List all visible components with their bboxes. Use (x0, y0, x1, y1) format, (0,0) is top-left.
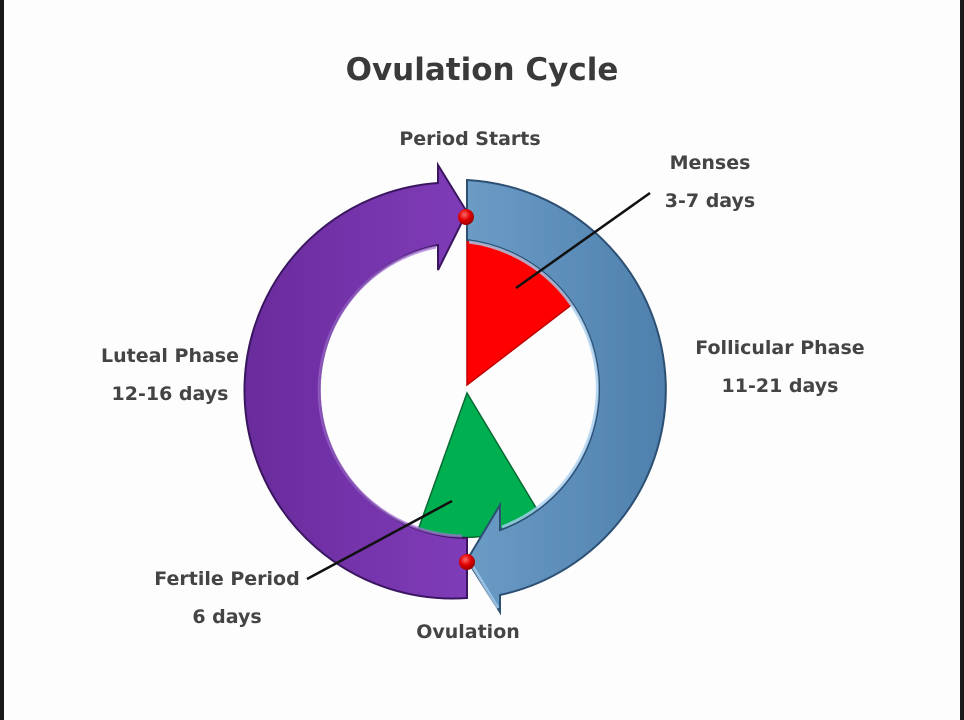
diagram-title: Ovulation Cycle (345, 52, 619, 88)
ovulation-marker-dot (459, 554, 475, 570)
luteal-phase-label: Luteal Phase 12-16 days (80, 337, 260, 413)
menses-label: Menses 3-7 days (630, 144, 790, 220)
fertile-leader-line (306, 499, 453, 581)
luteal-arrow-highlight (317, 245, 463, 538)
menses-leader-line (515, 191, 651, 290)
period-starts-label: Period Starts (399, 128, 541, 150)
menses-duration: 3-7 days (664, 190, 756, 212)
follicular-phase-duration: 11-21 days (721, 375, 839, 397)
ovulation-label: Ovulation (416, 621, 520, 643)
fertile-period-label: Fertile Period 6 days (137, 560, 317, 636)
fertile-period-name: Fertile Period (154, 568, 300, 590)
fertile-period-duration: 6 days (192, 606, 262, 628)
frame-left-border (0, 0, 4, 720)
luteal-phase-name: Luteal Phase (100, 345, 240, 367)
follicular-phase-arrow (465, 178, 667, 616)
menses-name: Menses (669, 152, 751, 174)
luteal-phase-duration: 12-16 days (111, 383, 229, 405)
follicular-arrow-highlight (468, 240, 599, 529)
frame-right-border (960, 0, 964, 720)
follicular-phase-label: Follicular Phase 11-21 days (680, 329, 880, 405)
follicular-phase-name: Follicular Phase (695, 337, 865, 359)
period-start-marker-dot (458, 209, 474, 225)
follicular-arrowhead-highlight (468, 561, 500, 609)
